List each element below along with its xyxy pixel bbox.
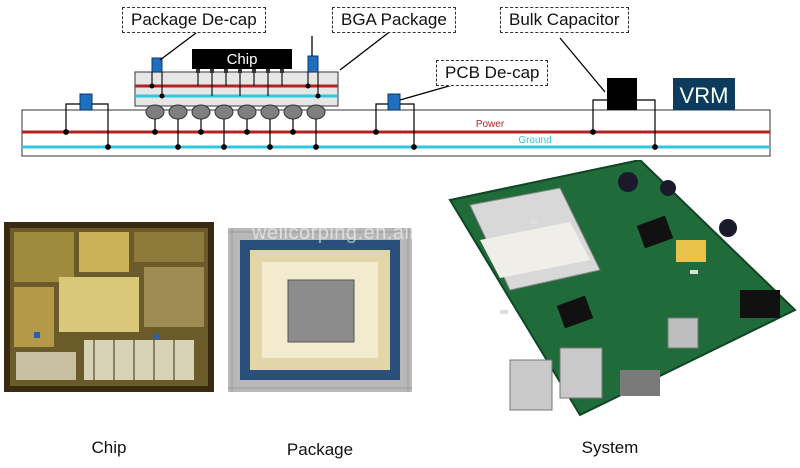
vrm-label: VRM <box>680 83 729 108</box>
power-label: Power <box>476 119 505 130</box>
bga-substrate <box>134 71 339 107</box>
pcb-decap-left <box>79 93 93 111</box>
chip-caption: Chip <box>91 438 127 457</box>
package-photo <box>222 218 418 398</box>
bulk-capacitor-callout: Bulk Capacitor <box>500 7 629 33</box>
chip-die-photo <box>4 222 214 392</box>
watermark: wellcorping.en.alibaba.com <box>252 222 507 244</box>
system-board-photo <box>448 160 797 417</box>
pcb-decap-callout: PCB De-cap <box>436 60 549 86</box>
pdn-diagram: Power Ground Chip <box>21 29 771 157</box>
vrm-box <box>673 78 735 110</box>
chip-label: Chip <box>227 51 258 68</box>
bulk-capacitor <box>607 78 637 110</box>
bga-package-callout: BGA Package <box>332 7 456 33</box>
chip-die <box>192 49 292 69</box>
solder-balls <box>145 104 326 120</box>
package-decap-left <box>151 57 163 73</box>
pcb-decap-right <box>387 93 401 111</box>
package-caption: Package <box>286 440 354 459</box>
ground-label: Ground <box>518 135 551 146</box>
package-decap-callout: Package De-cap <box>122 7 266 33</box>
package-decap-right <box>307 55 319 73</box>
system-caption: System <box>581 438 639 457</box>
